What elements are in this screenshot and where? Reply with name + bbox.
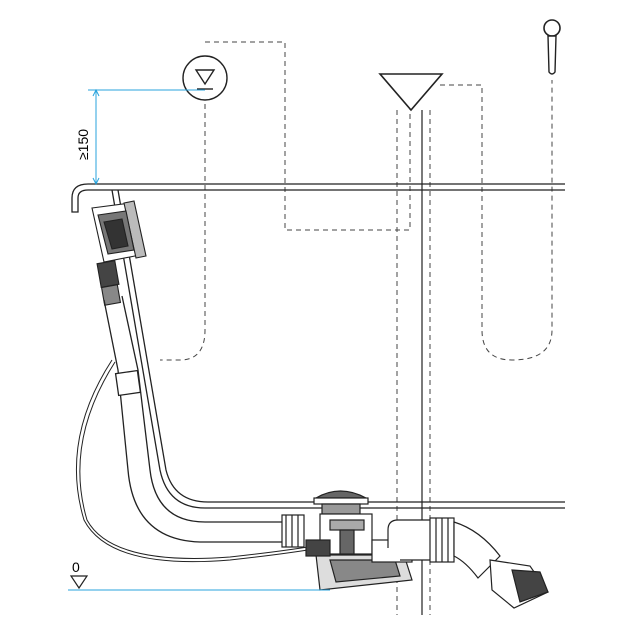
floor-level-triangle-icon <box>69 575 89 590</box>
drain-outlet-elbow <box>387 517 549 609</box>
bathtub-shell <box>111 189 565 509</box>
dimension-floor-level: 0 <box>72 559 80 575</box>
water-level-triangle-icon <box>378 73 444 112</box>
drain-plug <box>313 490 369 515</box>
overflow-outlet-symbol-icon <box>182 55 228 101</box>
dashed-supply-lines <box>160 41 553 615</box>
bathtub-rim <box>71 183 565 213</box>
overflow-head <box>91 200 147 306</box>
dimension-overflow-height: ≥150 <box>75 129 91 160</box>
hand-shower-icon <box>543 19 561 75</box>
pipe-coupling <box>281 514 305 548</box>
drain-body <box>305 513 413 591</box>
bowden-cable <box>75 359 321 563</box>
overflow-pipe <box>103 295 300 543</box>
dimension-lines <box>68 88 330 591</box>
